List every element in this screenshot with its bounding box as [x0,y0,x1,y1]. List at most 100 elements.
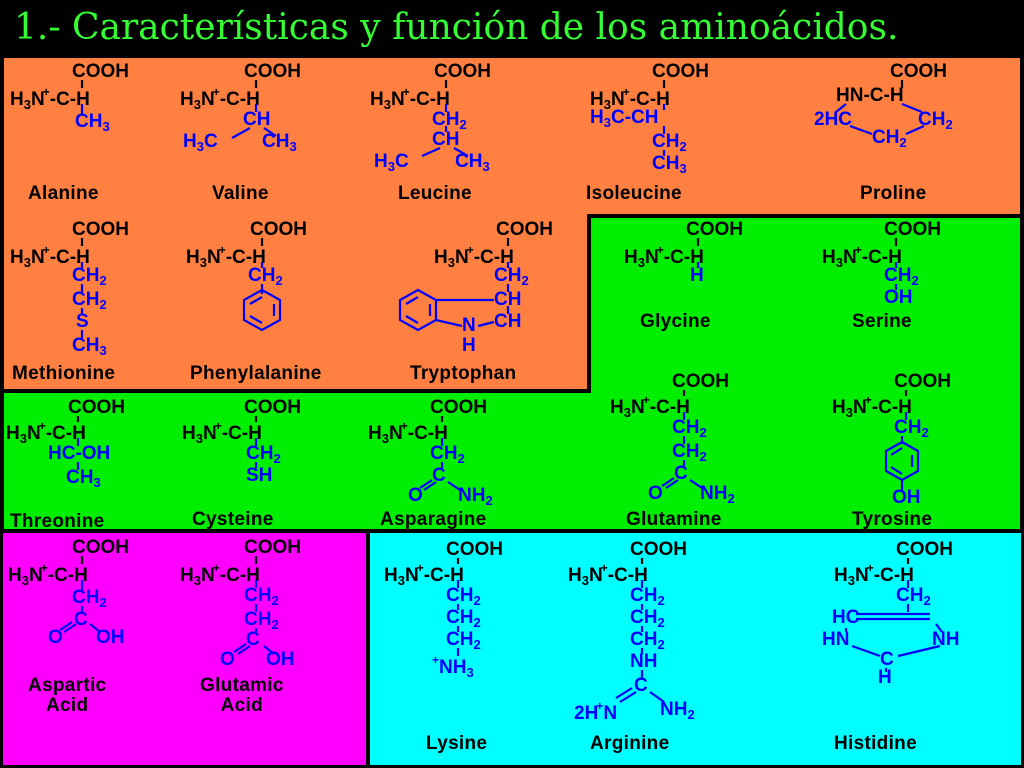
carboxyl-label: COOH [434,61,491,82]
carboxyl-label: COOH [652,61,709,82]
amino-group: H3N+-C-H [180,561,260,588]
tryptophan-name: Tryptophan [410,363,517,384]
side-chain: CH [432,129,460,150]
carboxyl-label: COOH [68,397,125,418]
amino-group: H3N+-C-H [6,419,86,446]
amino-group: H3N+-C-H [182,419,262,446]
amino-group: H3N+-C-H [590,85,670,112]
side-chain: CH2 [672,417,707,440]
side-chain: H3C [374,151,409,174]
side-chain: HC-OH [48,443,111,464]
methionine-name: Methionine [12,363,116,384]
amino-group: H3N+-C-H [822,243,902,270]
carboxyl-label: COOH [884,219,941,240]
histidine-name: Histidine [834,733,917,754]
side-chain: H [462,335,476,356]
side-chain: CH2 [72,289,107,312]
side-chain: CH2 [896,585,931,608]
valine-name: Valine [212,183,269,204]
side-chain: CH2 [630,585,665,608]
side-chain: CH2 [872,127,907,150]
side-chain: 2HC [814,109,853,130]
serine-name: Serine [852,311,912,332]
carboxyl-label: COOH [72,219,129,240]
arginine-name: Arginine [590,733,670,754]
carboxyl-label: COOH [244,537,301,558]
side-chain: OH [96,627,125,648]
side-chain: HN [822,629,850,650]
side-chain: CH3 [262,131,297,154]
tyrosine-name: Tyrosine [852,509,933,530]
side-chain: HC [832,607,860,628]
side-chain: CH [494,289,522,310]
side-chain: CH2 [894,417,929,440]
amino-group: H3N+-C-H [180,85,260,112]
amino-group: H3N+-C-H [434,243,514,270]
cysteine-name: Cysteine [192,509,274,530]
amino-group: H3N+-C-H [370,85,450,112]
side-chain: CH2 [244,585,279,608]
side-chain: CH2 [248,265,283,288]
side-chain: CH2 [72,587,107,610]
side-chain: H [878,667,892,688]
carboxyl-label: COOH [896,539,953,560]
side-chain: C [880,649,894,670]
amino-group: HN-C-H [836,85,904,106]
lysine-name: Lysine [426,733,488,754]
side-chain: CH2 [446,629,481,652]
glycine-name: Glycine [640,311,711,332]
carboxyl-label: COOH [72,61,129,82]
proline-name: Proline [860,183,927,204]
side-chain: SH [246,465,273,486]
side-chain: C [74,609,88,630]
carboxyl-label: COOH [430,397,487,418]
side-chain: CH2 [244,609,279,632]
amino-group: H3N+-C-H [8,561,88,588]
side-chain: CH2 [430,443,465,466]
side-chain: C [246,629,260,650]
side-chain: CH3 [652,153,687,176]
side-chain: CH2 [630,629,665,652]
side-chain: NH [630,651,658,672]
carboxyl-label: COOH [672,371,729,392]
side-chain: CH3 [72,335,107,358]
side-chain: OH [266,649,295,670]
side-chain: H3C-CH [590,107,659,130]
carboxyl-label: COOH [446,539,503,560]
side-chain: N [462,315,476,336]
side-chain: +NH3 [432,653,474,680]
side-chain: NH [932,629,960,650]
amino-group: H3N+-C-H [368,419,448,446]
side-chain: S [76,311,89,332]
side-chain: H3C [183,131,218,154]
side-chain: CH2 [630,607,665,630]
carboxyl-label: COOH [72,537,129,558]
asparagine-name: Asparagine [380,509,487,530]
side-chain: CH2 [494,265,529,288]
side-chain: NH2 [660,699,695,722]
side-chain: OH [884,287,913,308]
alanine-name: Alanine [28,183,99,204]
side-chain: O [48,627,63,648]
amino-group: H3N+-C-H [10,85,90,112]
side-chain: CH [494,311,522,332]
side-chain: CH2 [918,109,953,132]
isoleucine-name: Isoleucine [586,183,682,204]
side-chain: CH2 [246,443,281,466]
side-chain: H [690,265,704,286]
amino-group: H3N+-C-H [610,393,690,420]
carboxyl-label: COOH [630,539,687,560]
carboxyl-label: COOH [496,219,553,240]
amino-group: H3N+-C-H [384,561,464,588]
side-chain: 2H+N [574,699,618,724]
side-chain: CH3 [75,111,110,134]
side-chain: CH [243,109,271,130]
slide-title: 1.- Características y función de los ami… [14,7,899,48]
threonine-name: Threonine [10,511,105,532]
amino-group: H3N+-C-H [832,393,912,420]
side-chain: C [432,465,446,486]
